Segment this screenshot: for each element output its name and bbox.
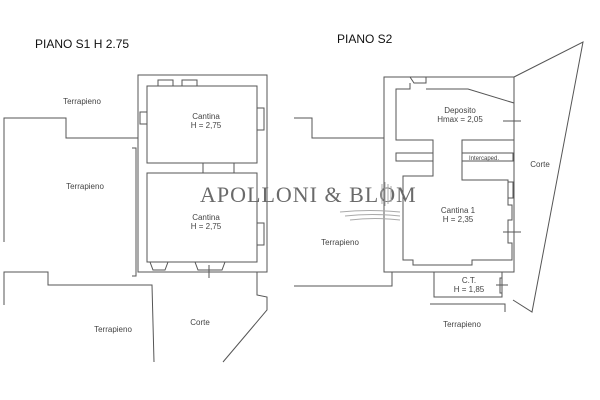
room-height: H = 2,75 xyxy=(191,121,222,130)
label-terrapieno: Terrapieno xyxy=(94,325,132,334)
label-terrapieno: Terrapieno xyxy=(63,97,101,106)
watermark-mark-icon xyxy=(339,182,401,221)
room-name: Deposito xyxy=(444,106,476,115)
label-terrapieno: Terrapieno xyxy=(321,238,359,247)
plan-s2-title: PIANO S2 xyxy=(337,32,393,46)
watermark-logo: APOLLONI & BLOM xyxy=(200,182,417,207)
room-height: H = 2,75 xyxy=(191,222,222,231)
room-name: Cantina xyxy=(192,112,220,121)
label-corte: Corte xyxy=(190,318,210,327)
label-intercapedine: Intercaped. xyxy=(469,156,499,162)
label-corte: Corte xyxy=(530,160,550,169)
room-name: Cantina 1 xyxy=(441,206,476,215)
plan-s1-title: PIANO S1 H 2.75 xyxy=(35,37,129,51)
plan-s1-walls xyxy=(3,74,300,363)
room-height: Hmax = 2,05 xyxy=(437,115,483,124)
room-name: Cantina xyxy=(192,213,220,222)
label-terrapieno: Terrapieno xyxy=(443,320,481,329)
room-height: H = 1,85 xyxy=(454,285,485,294)
plan-s2-walls xyxy=(295,41,584,313)
room-height: H = 2,35 xyxy=(443,215,474,224)
room-name: C.T. xyxy=(462,276,476,285)
label-terrapieno: Terrapieno xyxy=(66,182,104,191)
